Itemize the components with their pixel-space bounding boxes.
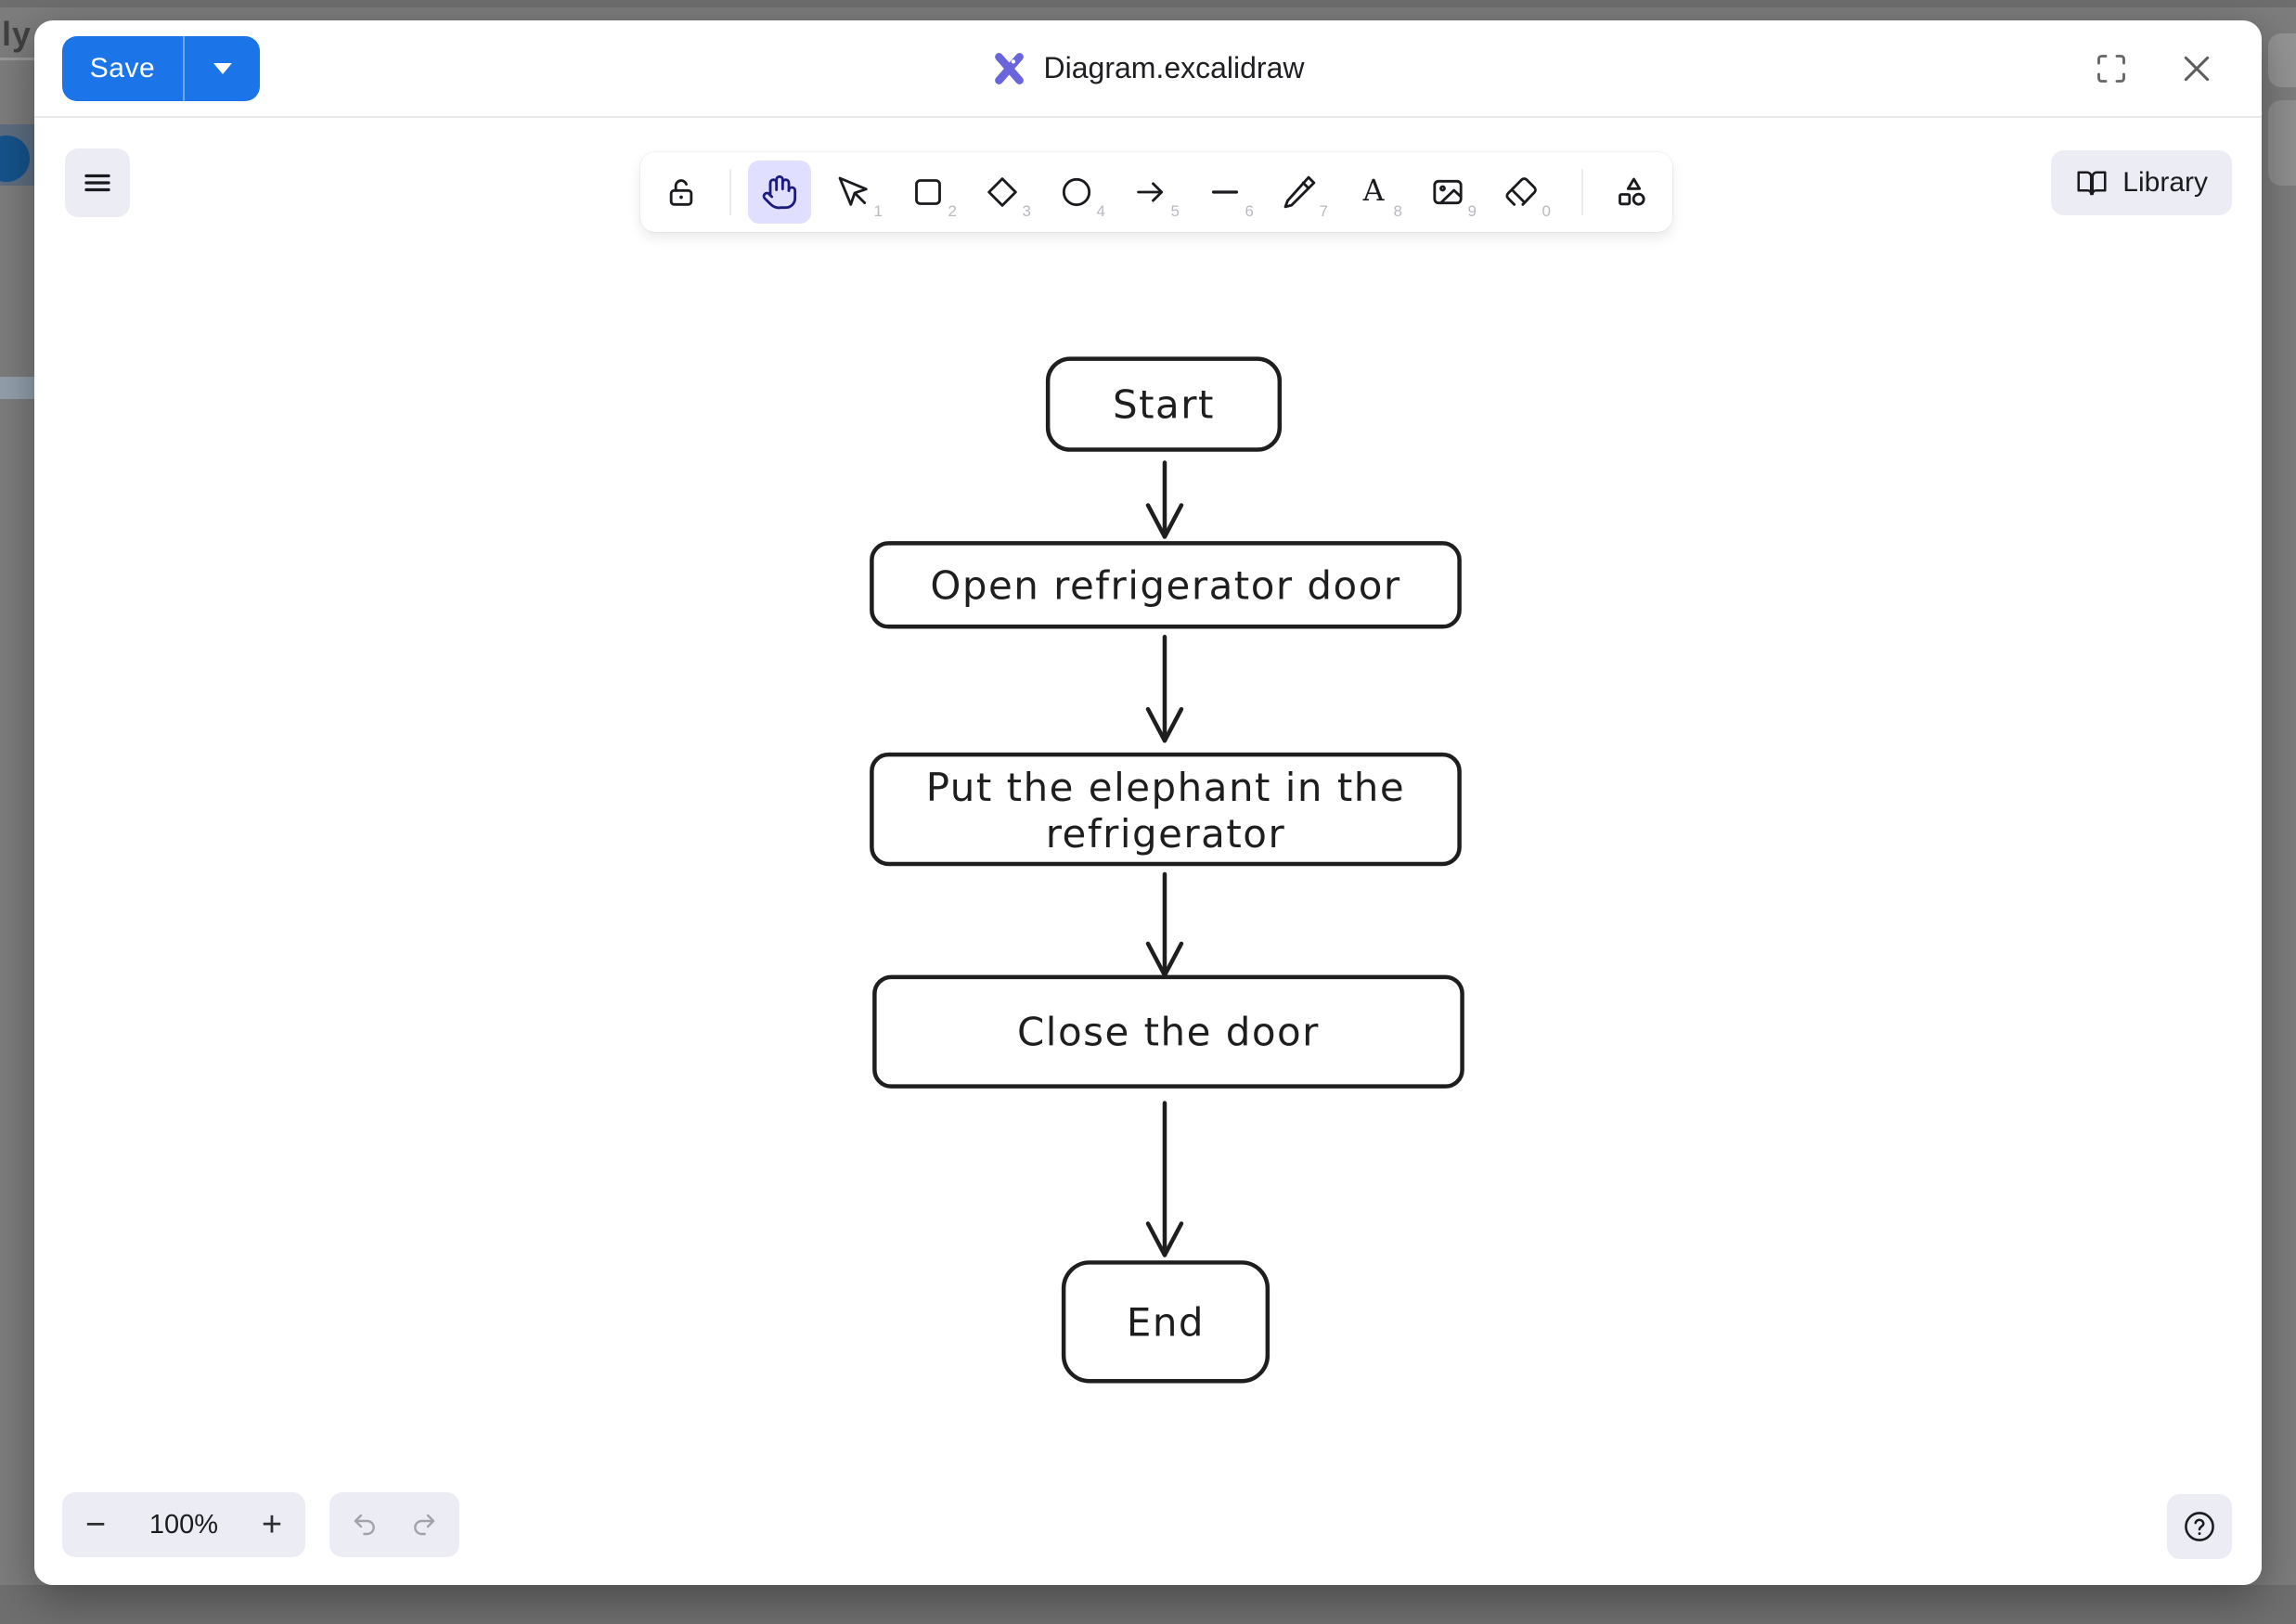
- backdrop-divider: [0, 58, 34, 60]
- flow-node-close-door[interactable]: [872, 974, 1464, 1089]
- undo-icon: [354, 1514, 375, 1536]
- flow-arrow-3[interactable]: [1145, 871, 1184, 978]
- tool-ellipse[interactable]: 4: [1045, 161, 1108, 224]
- close-button[interactable]: [2173, 45, 2221, 93]
- main-menu-button[interactable]: [65, 148, 130, 217]
- flow-label-step1: Open refrigerator door: [930, 562, 1400, 608]
- flow-arrow-4[interactable]: [1145, 1101, 1184, 1257]
- arrow-icon: [1137, 182, 1164, 202]
- ellipse-icon: [1062, 177, 1091, 207]
- caret-down-icon: [213, 62, 232, 74]
- tool-eraser[interactable]: 0: [1490, 161, 1554, 224]
- tool-arrow[interactable]: 5: [1119, 161, 1182, 224]
- flow-label-step2-line2: refrigerator: [1046, 811, 1285, 857]
- cursor-icon: [838, 176, 868, 206]
- book-icon: [2077, 171, 2107, 196]
- backdrop-bottom-band: [0, 1585, 2296, 1624]
- undo-button[interactable]: [335, 1495, 394, 1554]
- tool-text[interactable]: A 8: [1342, 161, 1405, 224]
- zoom-out-button[interactable]: −: [84, 1504, 107, 1544]
- line-icon: [1211, 190, 1239, 194]
- tool-rectangle[interactable]: 2: [896, 161, 960, 224]
- tool-shortcut: 8: [1393, 202, 1402, 220]
- excalidraw-logo-icon: [992, 51, 1027, 86]
- tool-line[interactable]: 6: [1193, 161, 1257, 224]
- flow-label-end: End: [1127, 1299, 1205, 1345]
- zoom-in-button[interactable]: +: [261, 1504, 283, 1544]
- flow-node-end[interactable]: [1061, 1260, 1271, 1384]
- redo-icon: [414, 1514, 435, 1536]
- fullscreen-icon: [2097, 54, 2125, 83]
- save-button[interactable]: Save: [62, 35, 183, 101]
- zoom-controls: − 100% +: [62, 1492, 305, 1557]
- tool-shortcut: 1: [873, 202, 883, 220]
- flow-node-put-elephant[interactable]: [870, 752, 1462, 867]
- flowchart-drawing: Start Open refrigerator door Put the ele…: [870, 356, 1464, 1384]
- backdrop-top-band: [0, 0, 2296, 7]
- hand-icon: [762, 174, 797, 210]
- excalidraw-modal: Save Diagram.excalidraw: [34, 20, 2262, 1585]
- zoom-level[interactable]: 100%: [148, 1509, 219, 1540]
- file-title: Diagram.excalidraw: [1043, 51, 1305, 84]
- excalidraw-canvas[interactable]: Start Open refrigerator door Put the ele…: [34, 118, 2262, 1585]
- flow-node-open-door[interactable]: [870, 541, 1462, 629]
- flow-label-step2-line1: Put the elephant in the: [926, 765, 1405, 810]
- text-icon: A: [1362, 174, 1386, 208]
- flow-label-start: Start: [1113, 382, 1215, 428]
- hamburger-icon: [84, 174, 110, 192]
- close-icon: [2184, 56, 2210, 81]
- toolbar-divider: [1581, 169, 1583, 215]
- help-button[interactable]: [2167, 1494, 2232, 1559]
- save-split-button: Save: [62, 35, 260, 101]
- tool-shortcut: 3: [1022, 202, 1031, 220]
- diamond-icon: [987, 177, 1017, 207]
- toolbar-divider: [729, 169, 731, 215]
- file-title-wrap: Diagram.excalidraw: [992, 51, 1305, 86]
- history-controls: [329, 1492, 459, 1557]
- tool-shortcut: 5: [1170, 202, 1180, 220]
- fullscreen-button[interactable]: [2087, 45, 2135, 93]
- backdrop-light-strip: [0, 377, 34, 399]
- tool-more-shapes[interactable]: [1600, 161, 1663, 224]
- tool-draw[interactable]: 7: [1268, 161, 1331, 224]
- tool-shortcut: 9: [1467, 202, 1477, 220]
- shapes-icon: [1619, 177, 1645, 206]
- library-button[interactable]: Library: [2051, 150, 2232, 215]
- tool-lock[interactable]: [650, 161, 713, 224]
- tool-shortcut: 2: [948, 202, 957, 220]
- tool-shortcut: 7: [1319, 202, 1328, 220]
- tool-shortcut: 6: [1245, 202, 1254, 220]
- tool-diamond[interactable]: 3: [971, 161, 1034, 224]
- svg-text:A: A: [1362, 174, 1386, 208]
- eraser-icon: [1505, 177, 1537, 206]
- flow-node-start[interactable]: [1045, 356, 1283, 452]
- unlock-icon: [669, 179, 693, 206]
- tool-image[interactable]: 9: [1416, 161, 1479, 224]
- image-icon: [1433, 179, 1463, 205]
- backdrop-card: [2268, 33, 2296, 87]
- tool-palette: 1 2 3 4: [640, 152, 1672, 232]
- rectangle-icon: [915, 179, 941, 205]
- redo-button[interactable]: [394, 1495, 454, 1554]
- library-label: Library: [2122, 167, 2208, 198]
- help-icon: [2185, 1512, 2214, 1541]
- tool-selection[interactable]: 1: [822, 161, 885, 224]
- flow-arrow-1[interactable]: [1145, 460, 1184, 539]
- tool-hand[interactable]: [748, 161, 811, 224]
- pencil-icon: [1283, 175, 1316, 209]
- modal-header: Save Diagram.excalidraw: [34, 20, 2262, 118]
- header-actions: [2087, 45, 2234, 93]
- backdrop-card: [2268, 100, 2296, 186]
- tool-shortcut: 0: [1541, 202, 1551, 220]
- save-dropdown-button[interactable]: [183, 35, 260, 101]
- tool-shortcut: 4: [1096, 202, 1105, 220]
- flow-label-step3: Close the door: [1017, 1010, 1320, 1055]
- flow-arrow-2[interactable]: [1145, 635, 1184, 743]
